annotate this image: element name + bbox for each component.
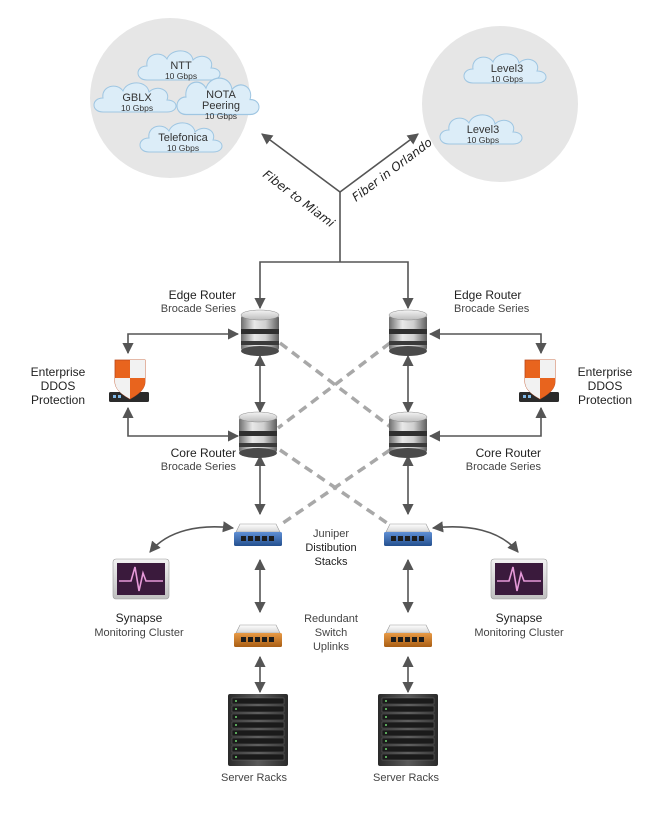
cloud-name: Level3 <box>491 63 523 75</box>
switch-icon <box>233 624 283 648</box>
monitor-icon <box>112 558 170 600</box>
cloud-speed: 10 Gbps <box>167 143 199 153</box>
ddos-left-line3: Protection <box>31 393 85 407</box>
ddos-right-line3: Protection <box>578 393 632 407</box>
ddos-left-line1: Enterprise <box>31 365 86 379</box>
distribution-line2: Distibution <box>305 542 356 554</box>
server-rack-icon <box>377 693 439 767</box>
cloud-name: Level3 <box>467 124 499 136</box>
synapse-right-subtitle: Monitoring Cluster <box>474 627 564 639</box>
cloud-speed: 10 Gbps <box>467 135 499 145</box>
switch-icon <box>233 523 283 547</box>
firewall-shield-icon <box>518 359 560 403</box>
edge-router-right-title: Edge Router <box>454 288 521 302</box>
fiber-in-orlando-label: Fiber in Orlando <box>349 135 434 204</box>
uplinks-line3: Uplinks <box>313 641 350 653</box>
connectors <box>122 328 547 694</box>
cloud-name: NOTA <box>206 89 236 101</box>
cloud-speed: 10 Gbps <box>205 111 237 121</box>
monitor-icon <box>490 558 548 600</box>
server-racks-left-label: Server Racks <box>221 772 288 784</box>
uplinks-line2: Switch <box>315 627 347 639</box>
edge-router-left-icon <box>240 309 280 357</box>
cloud-telefonica: Telefonica 10 Gbps <box>139 122 223 153</box>
distribution-line3: Stacks <box>314 556 348 568</box>
core-router-left-icon <box>238 411 278 459</box>
core-router-right-title: Core Router <box>476 446 541 460</box>
synapse-left-subtitle: Monitoring Cluster <box>94 627 184 639</box>
cloud-speed: 10 Gbps <box>491 74 523 84</box>
switch-icon <box>383 523 433 547</box>
uplinks-line1: Redundant <box>304 613 358 625</box>
cloud-speed: 10 Gbps <box>165 71 197 81</box>
synapse-right-title: Synapse <box>496 611 543 625</box>
server-racks-right-label: Server Racks <box>373 772 440 784</box>
core-router-right-subtitle: Brocade Series <box>466 461 542 473</box>
ddos-left-line2: DDOS <box>41 379 76 393</box>
fiber-lines <box>254 133 419 310</box>
cloud-ntt: NTT 10 Gbps <box>137 50 221 81</box>
core-router-right-icon <box>388 411 428 459</box>
distribution-line1: Juniper <box>313 528 349 540</box>
server-rack-icon <box>227 693 289 767</box>
core-router-left-subtitle: Brocade Series <box>161 461 237 473</box>
right-isp-circle <box>422 26 578 182</box>
cloud-speed: 10 Gbps <box>121 103 153 113</box>
cloud-name: Telefonica <box>158 132 208 144</box>
cross-links <box>276 341 394 527</box>
cloud-name: Peering <box>202 100 240 112</box>
cloud-gblx: GBLX 10 Gbps <box>93 82 177 113</box>
edge-router-left-title: Edge Router <box>169 288 236 302</box>
core-router-left-title: Core Router <box>171 446 236 460</box>
cloud-name: NTT <box>170 60 192 72</box>
cloud-level3-top: Level3 10 Gbps <box>463 53 547 84</box>
cloud-name: GBLX <box>122 92 152 104</box>
synapse-left-title: Synapse <box>116 611 163 625</box>
edge-router-right-icon <box>388 309 428 357</box>
ddos-right-line1: Enterprise <box>578 365 633 379</box>
cloud-level3-bottom: Level3 10 Gbps <box>439 114 523 145</box>
edge-router-left-subtitle: Brocade Series <box>161 303 237 315</box>
fiber-to-miami-label: Fiber to Miami <box>260 167 338 230</box>
switch-icon <box>383 624 433 648</box>
ddos-right-line2: DDOS <box>588 379 623 393</box>
firewall-shield-icon <box>108 359 150 403</box>
edge-router-right-subtitle: Brocade Series <box>454 303 530 315</box>
